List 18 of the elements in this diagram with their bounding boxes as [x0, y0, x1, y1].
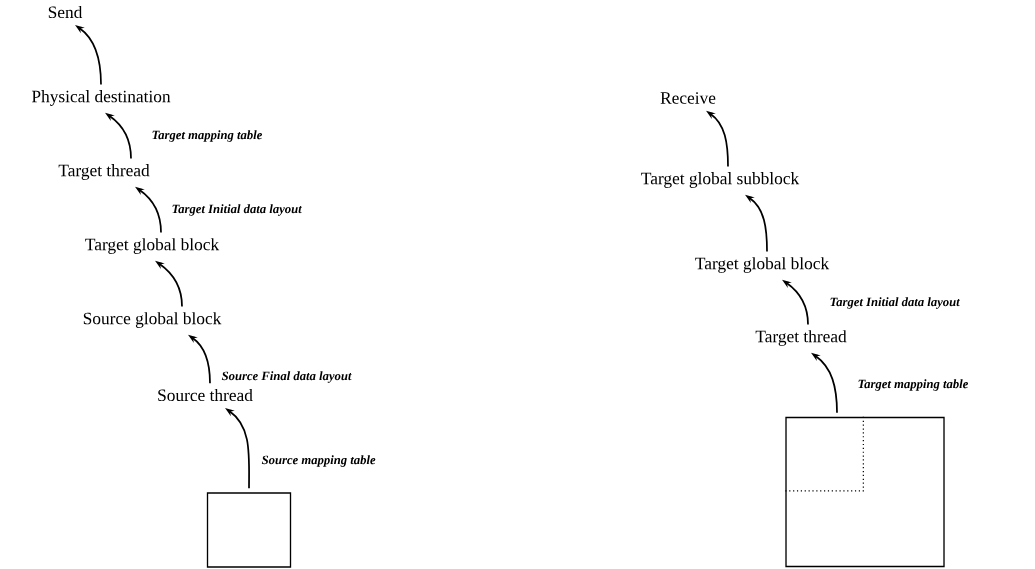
edge-label: Source Final data layout: [221, 371, 352, 383]
node-label: Target thread: [755, 330, 847, 346]
edge-label: Source mapping table: [261, 455, 376, 467]
edge-label: Target mapping table: [152, 130, 263, 142]
node-label: Physical destination: [31, 90, 171, 106]
node-label: Target thread: [58, 164, 150, 180]
node-label: Target global subblock: [641, 172, 800, 188]
node-label: Target global block: [695, 257, 830, 273]
edge-label: Target Initial data layout: [830, 297, 960, 309]
edge-label: Target Initial data layout: [172, 204, 302, 216]
square-box: [206, 492, 292, 568]
node-label: Send: [48, 5, 83, 19]
node-label: Target global block: [85, 238, 220, 254]
node-label: Source global block: [83, 312, 222, 328]
node-label: Source thread: [158, 388, 253, 402]
square-box: [785, 416, 945, 568]
edge-label: Target mapping table: [858, 379, 969, 391]
node-label: Receive: [660, 92, 716, 104]
